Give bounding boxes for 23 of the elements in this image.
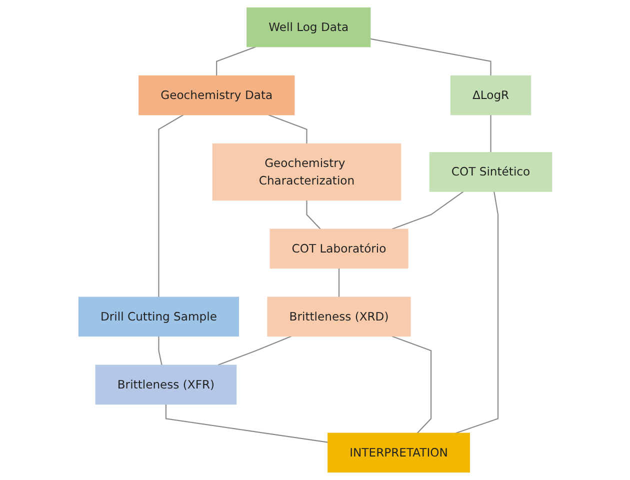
node-box: Well Log Data [246, 7, 370, 48]
node-box: Drill Cutting Sample [78, 296, 239, 337]
connector [217, 336, 292, 366]
node-box: ΔLogR [450, 75, 531, 116]
node-box: Geochemistry Data [138, 75, 294, 116]
node-box: INTERPRETATION [327, 432, 470, 473]
connector [391, 191, 464, 230]
node-box: COT Sintético [429, 152, 552, 192]
connector [338, 268, 340, 298]
connector [391, 336, 432, 434]
node-box: Geochemistry Characterization [212, 143, 401, 201]
connector [490, 114, 491, 152]
connector [165, 404, 328, 443]
connector [306, 200, 321, 230]
connector [268, 114, 307, 144]
connector [158, 114, 184, 298]
connector [158, 336, 162, 366]
node-box: Brittleness (XFR) [95, 364, 236, 405]
connector [216, 46, 256, 76]
connector [455, 191, 498, 434]
connector [370, 38, 491, 76]
node-box: COT Laboratório [269, 228, 408, 269]
node-box: Brittleness (XRD) [266, 296, 410, 337]
